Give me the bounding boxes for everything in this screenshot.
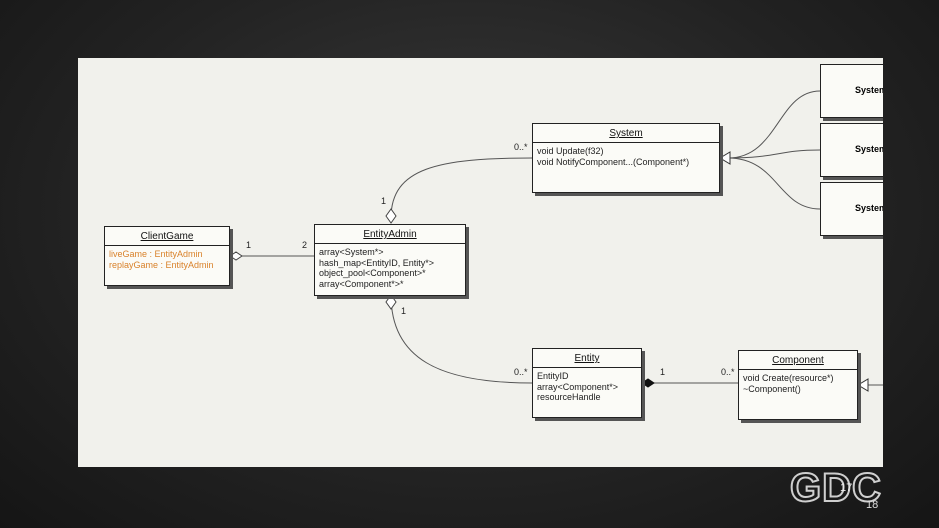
link-admin-system bbox=[390, 157, 533, 219]
class-name: EntityAdmin bbox=[315, 225, 465, 244]
class-subsystem[interactable]: System bbox=[820, 123, 883, 177]
gdc-logo-text: GDC bbox=[789, 465, 882, 511]
aggregation-diamond bbox=[385, 208, 397, 224]
field: ~Component() bbox=[743, 383, 801, 394]
field: array<Component*> bbox=[537, 381, 619, 392]
link-subsystem-2 bbox=[727, 149, 821, 159]
class-entity[interactable]: Entity EntityID array<Component*> resour… bbox=[532, 348, 642, 418]
multiplicity: 1 bbox=[401, 306, 407, 316]
field: array<System*> bbox=[319, 247, 384, 257]
class-subsystem[interactable]: System bbox=[820, 182, 883, 236]
composition-diamond bbox=[641, 378, 655, 388]
aggregation-diamond bbox=[229, 251, 243, 261]
field: void NotifyComponent...(Component*) bbox=[537, 156, 690, 167]
slide-number: 18 bbox=[866, 499, 879, 511]
multiplicity: 1 bbox=[660, 367, 666, 377]
association-lines bbox=[229, 90, 883, 392]
multiplicity: 2 bbox=[302, 240, 308, 250]
class-client-game[interactable]: ClientGame liveGame : EntityAdmin replay… bbox=[104, 226, 230, 286]
link-subsystem-1 bbox=[727, 90, 821, 159]
aggregation-diamond bbox=[385, 294, 397, 310]
class-name: System bbox=[533, 124, 719, 143]
class-name: System bbox=[855, 203, 883, 213]
class-name: System bbox=[855, 144, 883, 154]
field: object_pool<Component>* bbox=[319, 268, 426, 278]
field: EntityID bbox=[537, 371, 569, 381]
class-entity-admin[interactable]: EntityAdmin array<System*> hash_map<Enti… bbox=[314, 224, 466, 296]
inheritance-arrow bbox=[857, 378, 869, 392]
field: resourceHandle bbox=[537, 392, 601, 402]
link-admin-entity bbox=[390, 294, 533, 384]
field: replayGame : EntityAdmin bbox=[109, 259, 214, 270]
field: hash_map<EntityID, Entity*> bbox=[319, 257, 435, 268]
gdc-edition: 17 bbox=[840, 482, 853, 494]
class-name: ClientGame bbox=[105, 227, 229, 246]
slide: ClientGame liveGame : EntityAdmin replay… bbox=[78, 58, 883, 467]
multiplicity: 0..* bbox=[721, 367, 735, 377]
field: liveGame : EntityAdmin bbox=[109, 249, 203, 259]
multiplicity: 0..* bbox=[514, 142, 528, 152]
multiplicity: 0..* bbox=[514, 367, 528, 377]
gdc-logo: GDC 17 bbox=[789, 465, 915, 516]
class-system[interactable]: System void Update(f32) void NotifyCompo… bbox=[532, 123, 720, 193]
class-name: System bbox=[855, 85, 883, 95]
field: void Create(resource*) bbox=[743, 373, 834, 383]
inheritance-arrow bbox=[719, 151, 731, 165]
field: void Update(f32) bbox=[537, 146, 604, 156]
link-subsystem-3 bbox=[727, 157, 821, 210]
multiplicity: 1 bbox=[381, 196, 387, 206]
class-subsystem[interactable]: System bbox=[820, 64, 883, 118]
class-component[interactable]: Component void Create(resource*) ~Compon… bbox=[738, 350, 858, 420]
field: array<Component*>* bbox=[319, 278, 404, 289]
multiplicity: 1 bbox=[246, 240, 252, 250]
class-name: Component bbox=[739, 351, 857, 370]
class-name: Entity bbox=[533, 349, 641, 368]
